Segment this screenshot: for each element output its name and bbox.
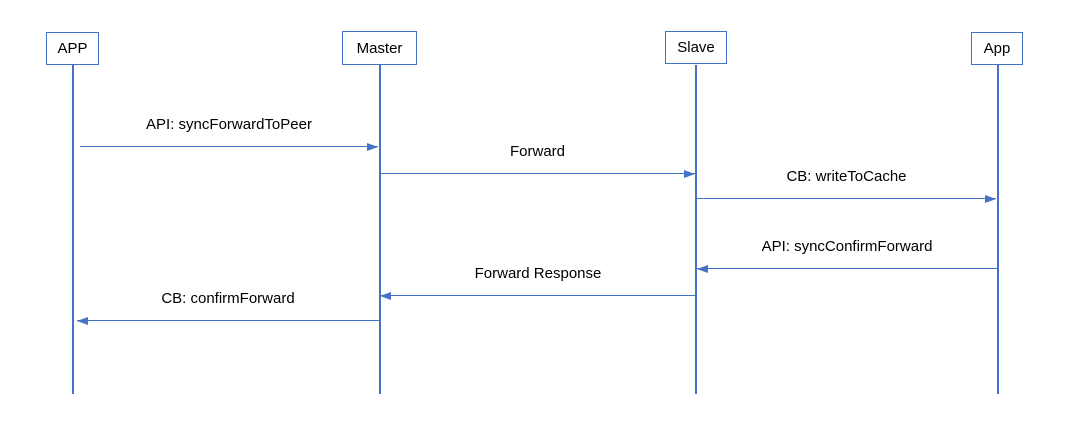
- message-line: [380, 294, 696, 296]
- actor-box-master: Master: [342, 31, 417, 65]
- lifeline-app: [997, 65, 999, 394]
- message-label: API: syncConfirmForward: [761, 238, 933, 255]
- lifeline-app-caps: [72, 65, 74, 394]
- arrowhead-right-icon: [367, 143, 378, 151]
- arrowhead-left-icon: [380, 292, 391, 300]
- actor-box-app: App: [971, 32, 1023, 65]
- message-line: [80, 145, 378, 147]
- lifeline-master: [379, 65, 381, 394]
- message-sync-forward-to-peer: API: syncForwardToPeer: [80, 115, 378, 151]
- message-line: [380, 172, 695, 174]
- arrowhead-left-icon: [697, 265, 708, 273]
- message-sync-confirm-forward: API: syncConfirmForward: [697, 237, 997, 273]
- actor-box-app-caps: APP: [46, 32, 99, 65]
- arrowhead-right-icon: [684, 170, 695, 178]
- message-line: [697, 197, 996, 199]
- message-confirm-forward: CB: confirmForward: [77, 289, 379, 325]
- message-forward-response: Forward Response: [380, 264, 696, 300]
- message-write-to-cache: CB: writeToCache: [697, 167, 996, 203]
- message-label: CB: confirmForward: [161, 290, 295, 307]
- actor-label: Master: [356, 39, 403, 57]
- arrowhead-left-icon: [77, 317, 88, 325]
- actor-label: App: [983, 40, 1011, 57]
- message-line: [77, 319, 379, 321]
- message-label: CB: writeToCache: [786, 168, 907, 185]
- message-line: [697, 267, 997, 269]
- arrowhead-right-icon: [985, 195, 996, 203]
- message-label: API: syncForwardToPeer: [146, 116, 312, 133]
- actor-box-slave: Slave: [665, 31, 727, 64]
- message-label: Forward: [509, 143, 565, 160]
- lifeline-slave: [695, 65, 697, 394]
- message-forward: Forward: [380, 142, 695, 178]
- actor-label: Slave: [677, 39, 715, 56]
- actor-label: APP: [57, 40, 88, 57]
- message-label: Forward Response: [474, 265, 602, 282]
